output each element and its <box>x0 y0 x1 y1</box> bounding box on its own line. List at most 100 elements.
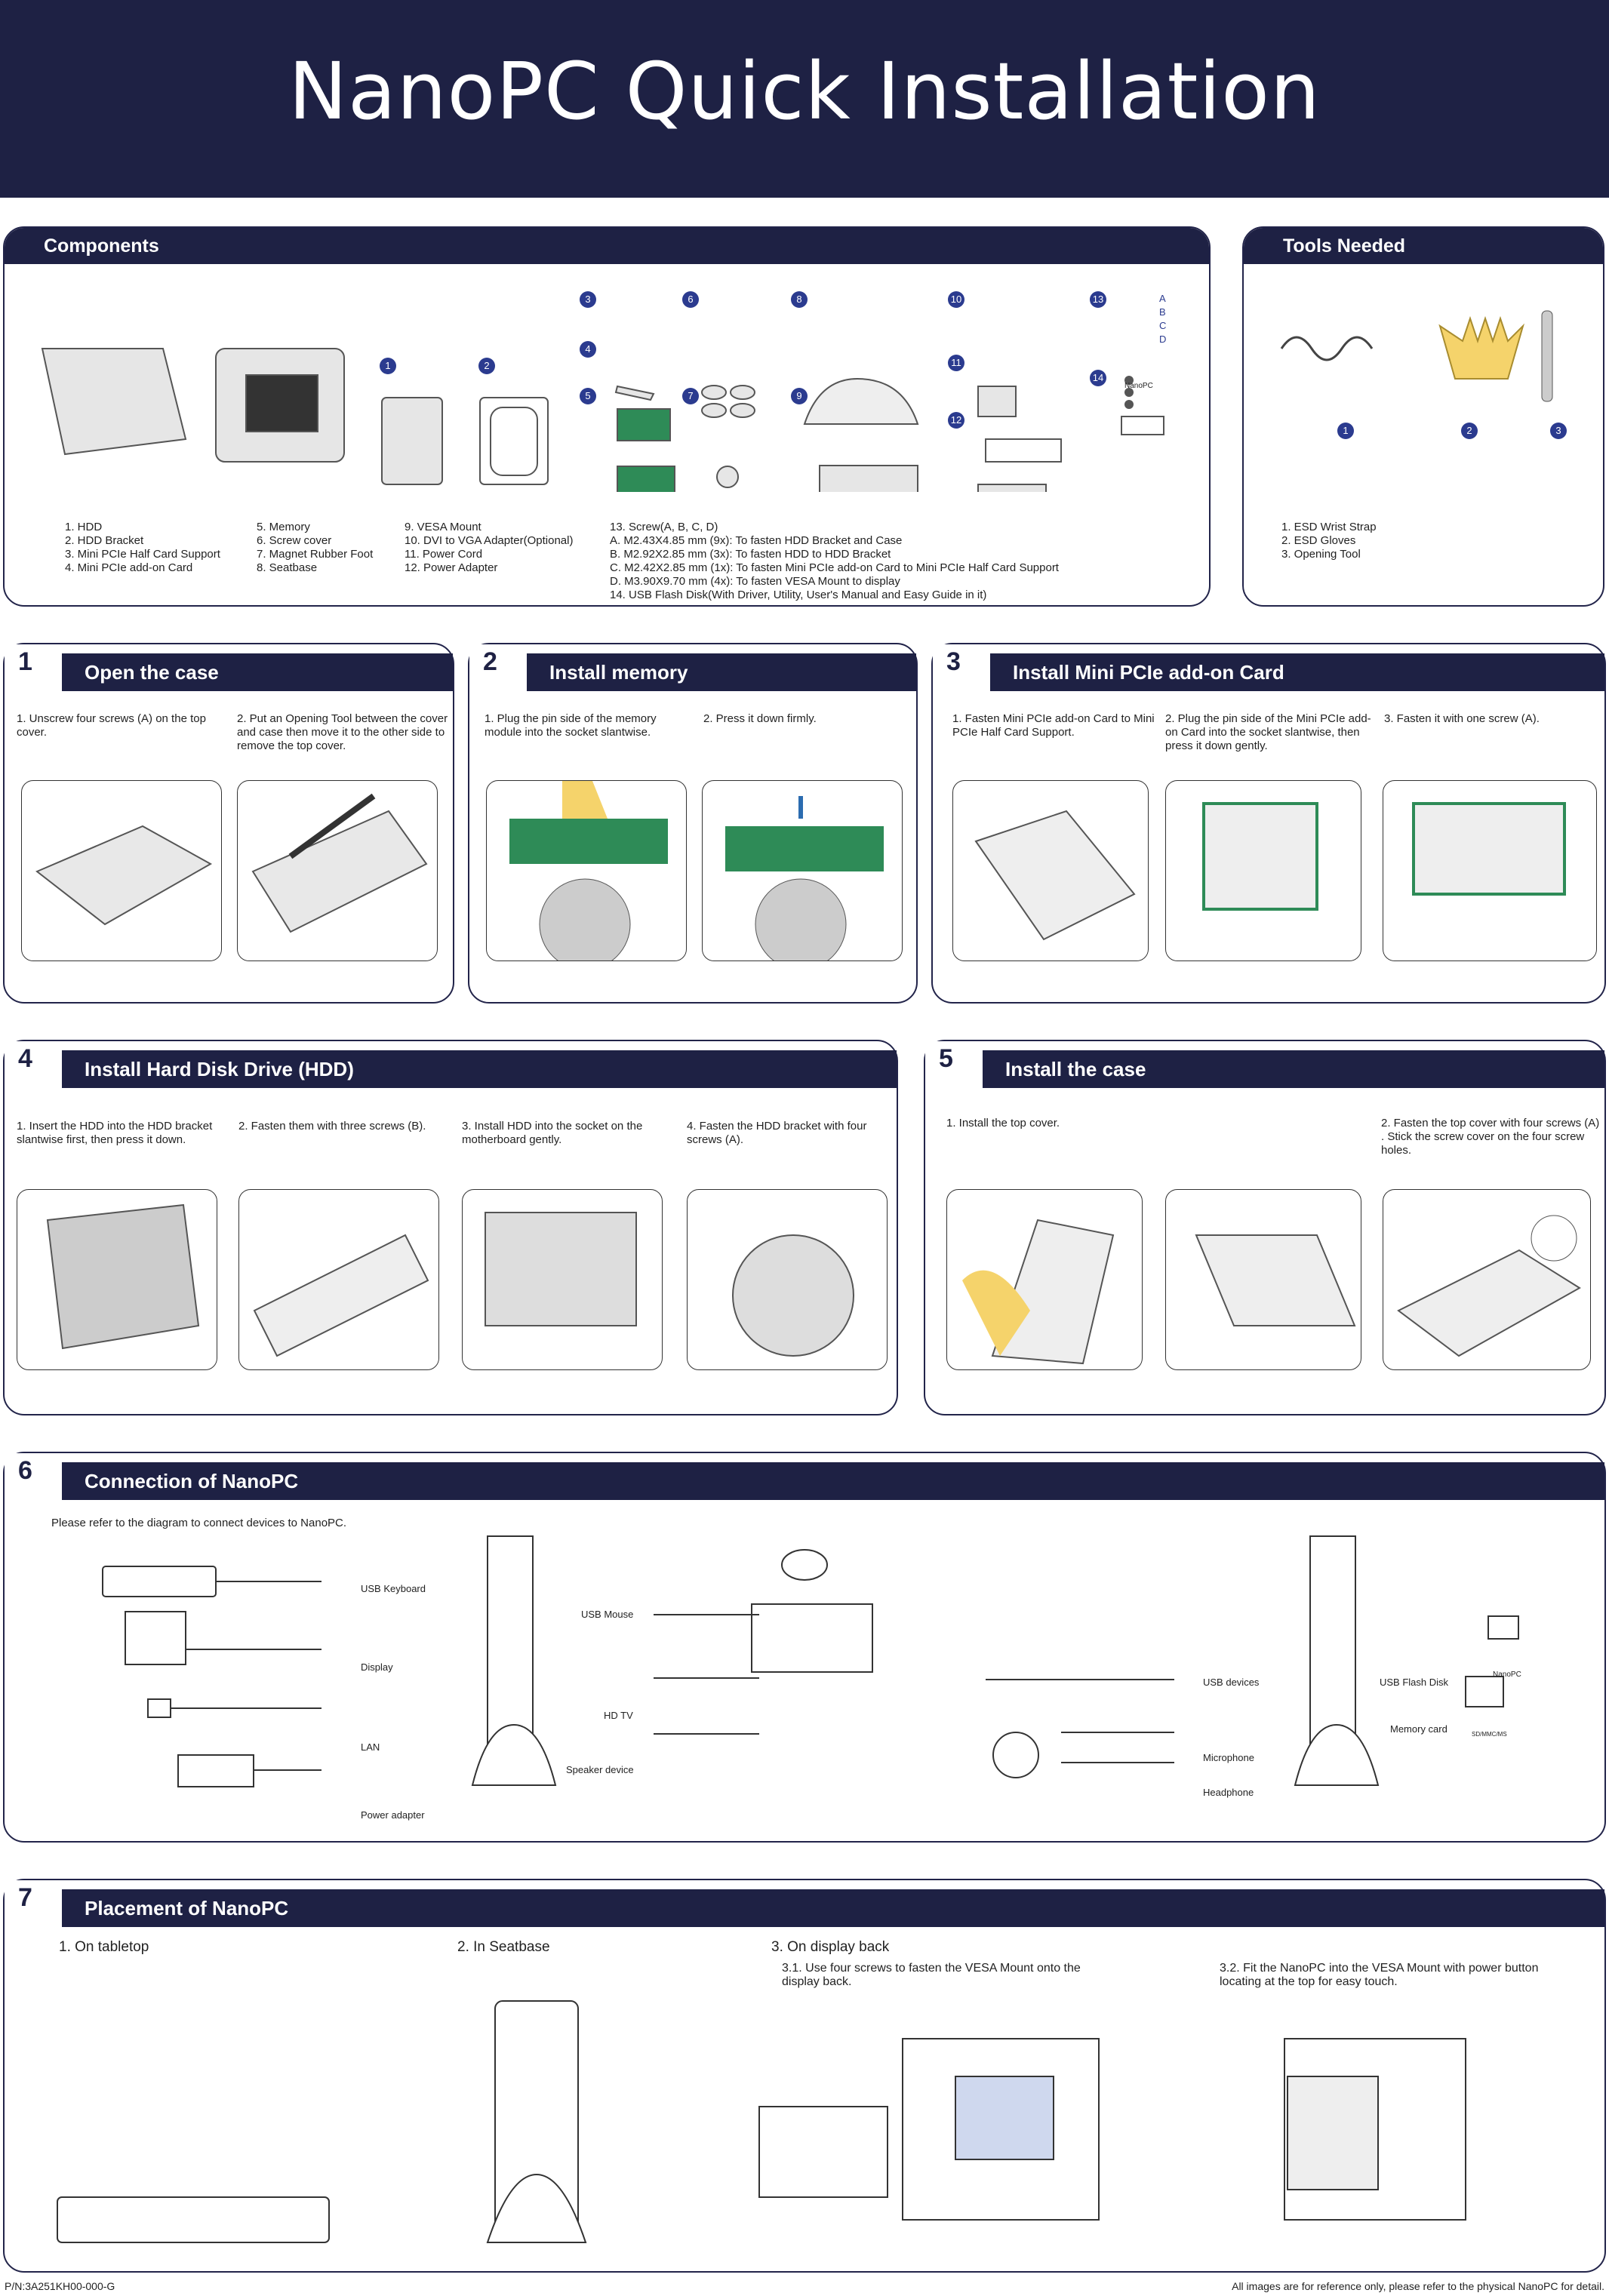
components-heading: Components <box>44 235 159 257</box>
badge-2: 2 <box>478 358 495 374</box>
components-illustration <box>41 348 1164 492</box>
section-install-case: 5 Install the case 1. Install the top co… <box>924 1040 1606 1415</box>
section-placement: 7 Placement of NanoPC 1. On tabletop 2. … <box>3 1879 1606 2273</box>
step-text: 1. Install the top cover. <box>946 1117 1060 1130</box>
section-title: Install Hard Disk Drive (HDD) <box>85 1058 354 1080</box>
label-speaker-device: Speaker device <box>566 1764 634 1775</box>
badge-10: 10 <box>948 291 964 308</box>
step-text: 1. Unscrew four screws (A) on the top co… <box>17 712 206 739</box>
label-usb-flash-disk: USB Flash Disk <box>1380 1677 1449 1688</box>
section-title: Install memory <box>549 661 688 684</box>
badge-3: 3 <box>580 291 596 308</box>
section-title: Open the case <box>85 661 219 684</box>
placement-display-back: 3. On display back <box>771 1939 890 1955</box>
memory-card-label: SD/MMC/MS <box>1472 1731 1507 1738</box>
label-memory-card: Memory card <box>1390 1723 1447 1735</box>
step-figure <box>687 1189 888 1370</box>
badge-13: 13 <box>1090 291 1106 308</box>
section-number: 7 <box>18 1883 32 1912</box>
step-figure <box>17 1189 217 1370</box>
section-number: 1 <box>18 647 32 676</box>
label-display: Display <box>361 1661 393 1673</box>
step-text: 2. Put an Opening Tool between the cover… <box>237 712 448 752</box>
section-install-memory: 2 Install memory 1. Plug the pin side of… <box>468 643 918 1004</box>
step-figure <box>1383 780 1597 961</box>
flash-disk-label: NanoPC <box>1493 1671 1521 1679</box>
flash-disk-label: NanoPC <box>1124 382 1153 390</box>
step-figure <box>237 780 438 961</box>
step-text: 3. Install HDD into the socket on the mo… <box>462 1120 643 1146</box>
label-usb-mouse: USB Mouse <box>581 1609 634 1620</box>
tools-illustration <box>1280 310 1553 402</box>
components-list-4: 13. Screw(A, B, C, D)A. M2.43X4.85 mm (9… <box>610 521 1059 601</box>
badge-9: 9 <box>791 388 808 404</box>
step-text: 2. Fasten them with three screws (B). <box>238 1120 426 1133</box>
step-text: 2. Fasten the top cover with four screws… <box>1381 1117 1600 1157</box>
step-text: 2. Press it down firmly. <box>703 712 817 725</box>
disclaimer: All images are for reference only, pleas… <box>1232 2280 1604 2292</box>
badge-14: 14 <box>1090 370 1106 386</box>
step-text: 1. Fasten Mini PCIe add-on Card to Mini … <box>952 712 1155 739</box>
tool-badge-2: 2 <box>1461 423 1478 439</box>
label-usb-devices: USB devices <box>1203 1677 1260 1688</box>
badge-7: 7 <box>682 388 699 404</box>
section-connection: 6 Connection of NanoPC Please refer to t… <box>3 1452 1606 1843</box>
vesa-step-1: 3.1. Use four screws to fasten the VESA … <box>782 1962 1081 1988</box>
tools-heading: Tools Needed <box>1283 235 1406 257</box>
step-figure <box>952 780 1149 961</box>
connection-diagram <box>102 1535 1519 1787</box>
section-number: 2 <box>483 647 497 676</box>
step-figure <box>1383 1189 1591 1370</box>
page-title: NanoPC Quick Installation <box>288 45 1321 137</box>
components-panel: Components 1 2 3 4 5 6 7 8 9 10 11 12 13… <box>3 226 1211 607</box>
badge-5: 5 <box>580 388 596 404</box>
step-text: 4. Fasten the HDD bracket with four scre… <box>687 1120 867 1146</box>
label-headphone: Headphone <box>1203 1787 1254 1798</box>
tool-badge-1: 1 <box>1337 423 1354 439</box>
label-power-adapter: Power adapter <box>361 1809 425 1821</box>
screw-letter-d: D <box>1159 333 1167 345</box>
step-text: 1. Plug the pin side of the memory modul… <box>485 712 657 739</box>
section-title: Placement of NanoPC <box>85 1897 289 1919</box>
section-number: 6 <box>18 1456 32 1485</box>
label-hd-tv: HD TV <box>604 1710 633 1721</box>
step-text: 2. Plug the pin side of the Mini PCIe ad… <box>1165 712 1371 752</box>
label-microphone: Microphone <box>1203 1752 1254 1763</box>
step-text: 3. Fasten it with one screw (A). <box>1384 712 1540 725</box>
vesa-step-2: 3.2. Fit the NanoPC into the VESA Mount … <box>1220 1962 1539 1988</box>
part-number: P/N:3A251KH00-000-G <box>5 2280 115 2292</box>
placement-illustration <box>57 2000 1466 2243</box>
placement-tabletop: 1. On tabletop <box>59 1939 149 1955</box>
step-text: 1. Insert the HDD into the HDD bracket s… <box>17 1120 213 1146</box>
section-install-hdd: 4 Install Hard Disk Drive (HDD) 1. Inser… <box>3 1040 898 1415</box>
badge-1: 1 <box>380 358 396 374</box>
step-figure <box>21 780 222 961</box>
section-open-case: 1 Open the case 1. Unscrew four screws (… <box>3 643 454 1004</box>
label-usb-keyboard: USB Keyboard <box>361 1583 426 1594</box>
step-figure <box>946 1189 1143 1370</box>
screw-letter-a: A <box>1159 293 1166 304</box>
step-figure <box>702 780 903 961</box>
badge-8: 8 <box>791 291 808 308</box>
step-figure <box>462 1189 663 1370</box>
screw-letter-b: B <box>1159 306 1166 318</box>
badge-6: 6 <box>682 291 699 308</box>
section-title: Install Mini PCIe add-on Card <box>1013 661 1284 684</box>
badge-4: 4 <box>580 341 596 358</box>
section-number: 4 <box>18 1044 32 1073</box>
label-lan: LAN <box>361 1741 380 1753</box>
badge-12: 12 <box>948 412 964 429</box>
section-title: Install the case <box>1005 1058 1146 1080</box>
step-figure <box>238 1189 439 1370</box>
step-figure <box>486 780 687 961</box>
screw-letter-c: C <box>1159 320 1167 331</box>
section-number: 3 <box>946 647 961 676</box>
section-title: Connection of NanoPC <box>85 1470 299 1492</box>
title-banner: NanoPC Quick Installation <box>0 0 1609 198</box>
step-figure <box>1165 1189 1361 1370</box>
